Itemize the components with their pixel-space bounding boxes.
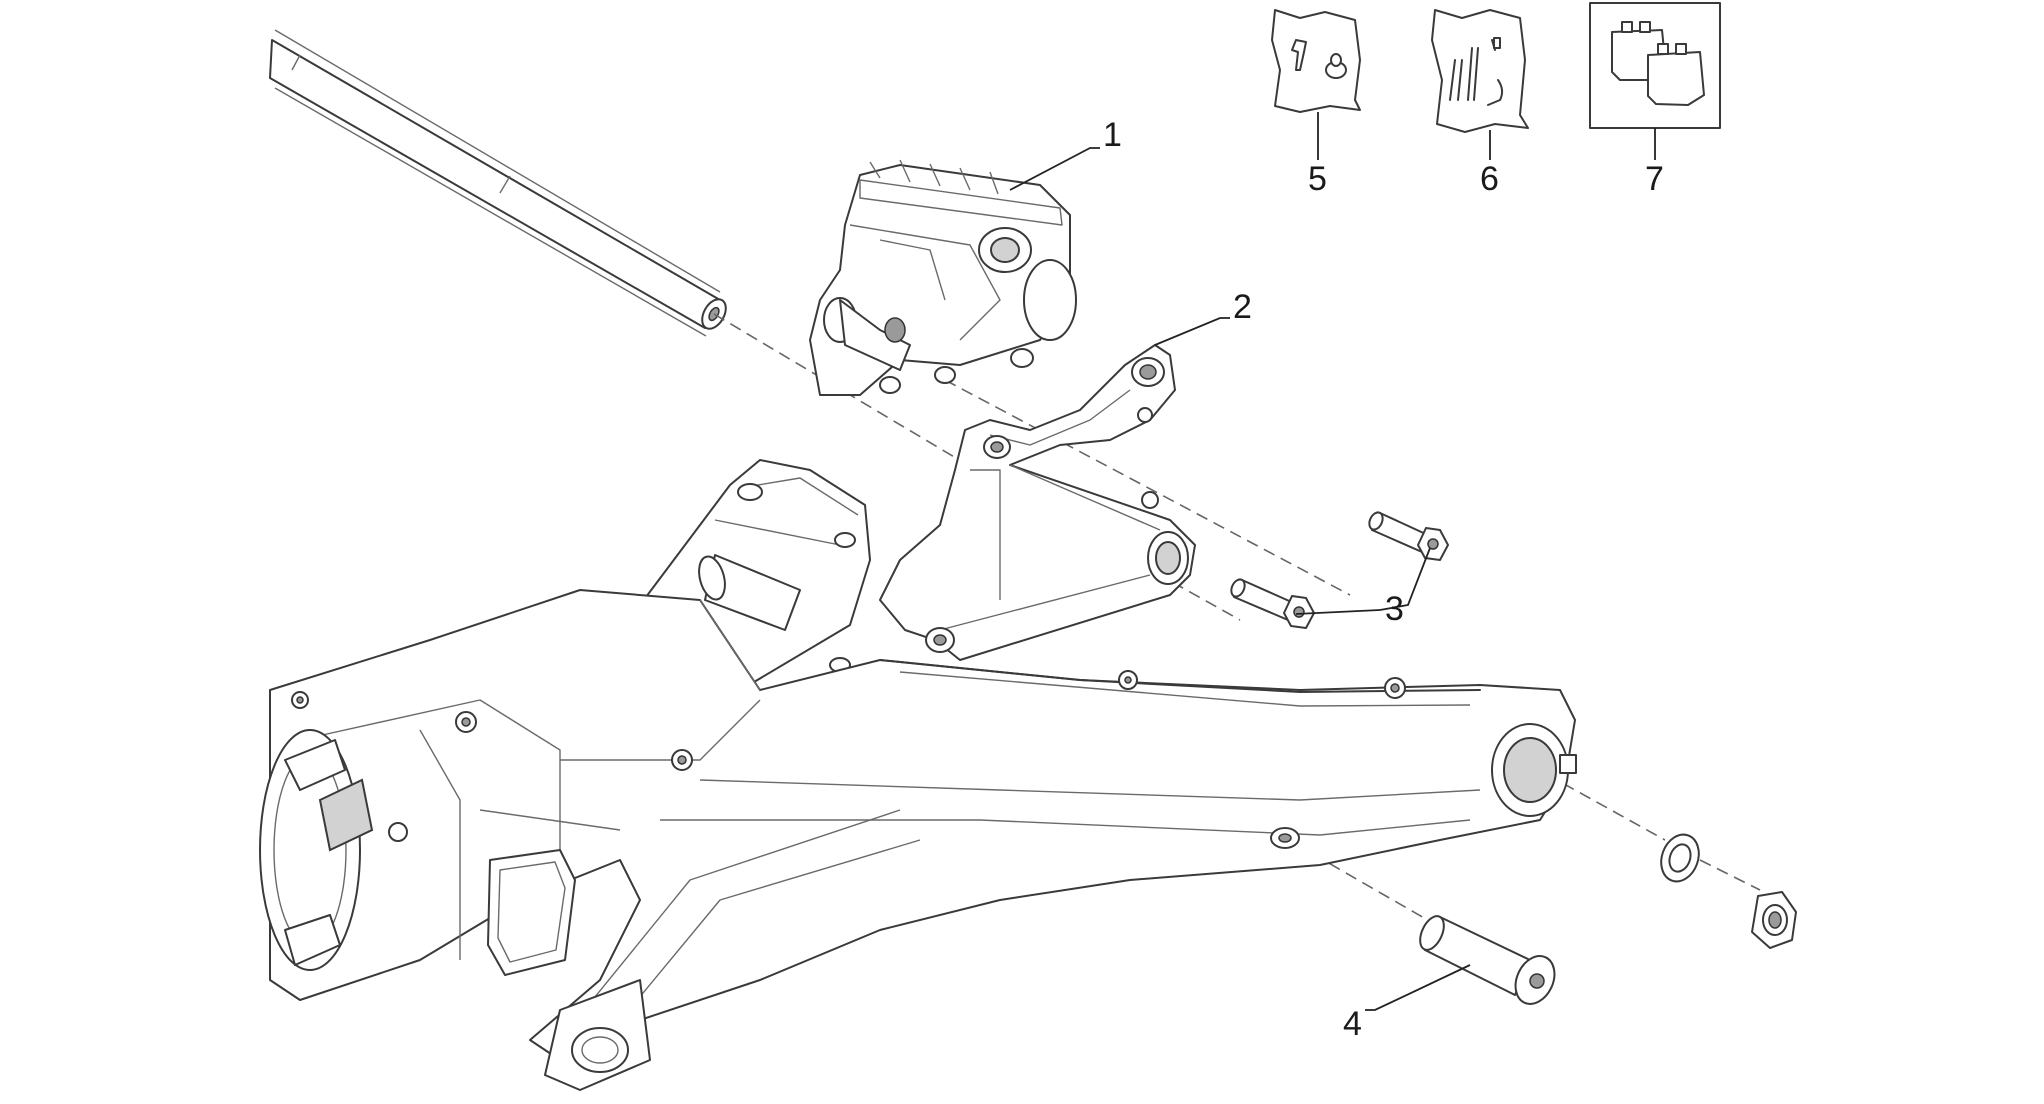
pin-kit-bag xyxy=(1431,9,1529,133)
callout-3: 3 xyxy=(1385,590,1404,628)
axle-nut xyxy=(1751,891,1797,949)
callout-7: 7 xyxy=(1645,160,1664,198)
washer xyxy=(1660,833,1700,883)
callout-1: 1 xyxy=(1103,116,1122,154)
caliper-bracket xyxy=(879,344,1196,661)
callout-5: 5 xyxy=(1308,160,1327,198)
bracket-bolt-upper xyxy=(1368,511,1449,561)
bracket-bolt-lower xyxy=(1230,578,1315,629)
brake-pad-kit xyxy=(1589,2,1721,129)
callouts: 1 2 3 4 5 6 7 xyxy=(1103,116,1664,1043)
screw-kit-bag xyxy=(1271,9,1361,113)
swingarm xyxy=(259,459,1577,1091)
callout-6: 6 xyxy=(1480,160,1499,198)
brake-caliper xyxy=(809,159,1077,396)
callout-4: 4 xyxy=(1343,1005,1362,1043)
wheel-axle xyxy=(269,29,727,337)
leader-lines xyxy=(1009,112,1656,1011)
callout-2: 2 xyxy=(1233,288,1252,326)
pivot-bolt xyxy=(1419,915,1556,1005)
